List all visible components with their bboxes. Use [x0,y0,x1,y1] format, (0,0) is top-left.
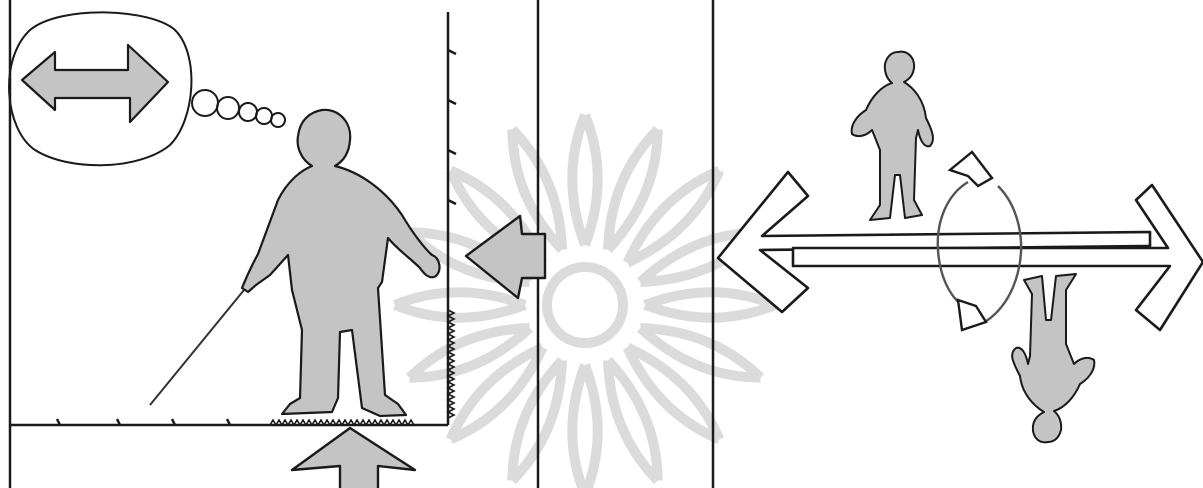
arrow-left-head-icon [718,172,1150,312]
rotation-arrowhead-top-icon [950,152,992,186]
watermark-rosette [395,115,775,488]
rosette-petal [627,347,719,439]
cane [150,290,244,405]
person-with-cane [150,110,439,416]
rosette-petal [585,365,598,488]
rosette-petal [572,115,585,245]
rosette-petal [645,292,775,305]
arrow-right-head-icon [793,185,1203,330]
rosette-petal [451,347,543,439]
right-panel [713,0,1203,488]
arrow-from-wall-icon [466,216,545,298]
floor-with-ticks [10,419,448,425]
person-silhouette [242,110,439,416]
arrow-from-floor-icon [292,428,415,488]
rosette-petal [451,347,543,439]
rosette-petal [572,365,585,488]
wall-with-ticks [448,12,456,425]
person-upright [852,52,933,220]
rosette-petal [627,347,719,439]
rosette-petal [627,171,719,263]
rosette-petal [395,305,525,318]
rotation-arrowhead-bottom-icon [958,300,986,330]
rosette-core [547,267,623,343]
rosette-petal [627,171,719,263]
rosette-petal [395,292,525,305]
person-inverted [1012,274,1094,442]
double-arrow-icon [22,45,168,122]
rosette-petal [585,115,598,245]
rosette-petal [645,305,775,318]
